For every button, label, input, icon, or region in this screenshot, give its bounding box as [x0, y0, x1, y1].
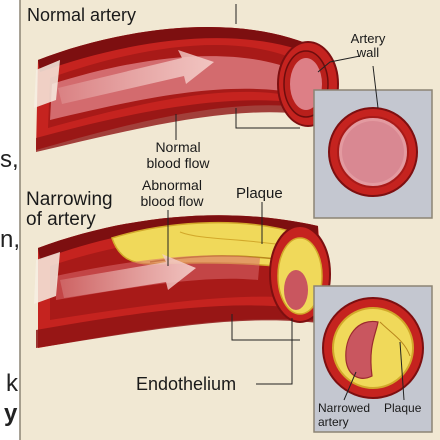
endothelium-label: Endothelium [136, 375, 236, 393]
side-text-fragment-1: s, [0, 148, 19, 172]
side-text-fragment-2: n, [0, 228, 20, 252]
narrowed-artery-label-line1: Narrowed [318, 402, 370, 414]
plaque-top-label: Plaque [236, 186, 283, 201]
plaque-inset-label: Plaque [384, 402, 421, 414]
normal-cross-section [329, 108, 417, 196]
side-text-fragment-4: y [4, 402, 17, 426]
abnormal-blood-flow-label-line1: Abnormal [130, 178, 214, 192]
artery-wall-label-line1: Artery [345, 32, 391, 45]
narrowing-label-line1: Narrowing [26, 190, 113, 209]
artery-wall-label-line2: wall [345, 46, 391, 59]
side-text-fragment-3: k [6, 372, 18, 396]
normal-blood-flow-label-line1: Normal [138, 140, 218, 154]
narrowed-cross-section [323, 298, 423, 398]
normal-blood-flow-label-line2: blood flow [138, 156, 218, 170]
narrowed-artery-label-line2: artery [318, 416, 349, 428]
normal-artery-label: Normal artery [27, 6, 136, 24]
abnormal-blood-flow-label-line2: blood flow [130, 194, 214, 208]
narrowing-label-line2: of artery [26, 210, 96, 229]
